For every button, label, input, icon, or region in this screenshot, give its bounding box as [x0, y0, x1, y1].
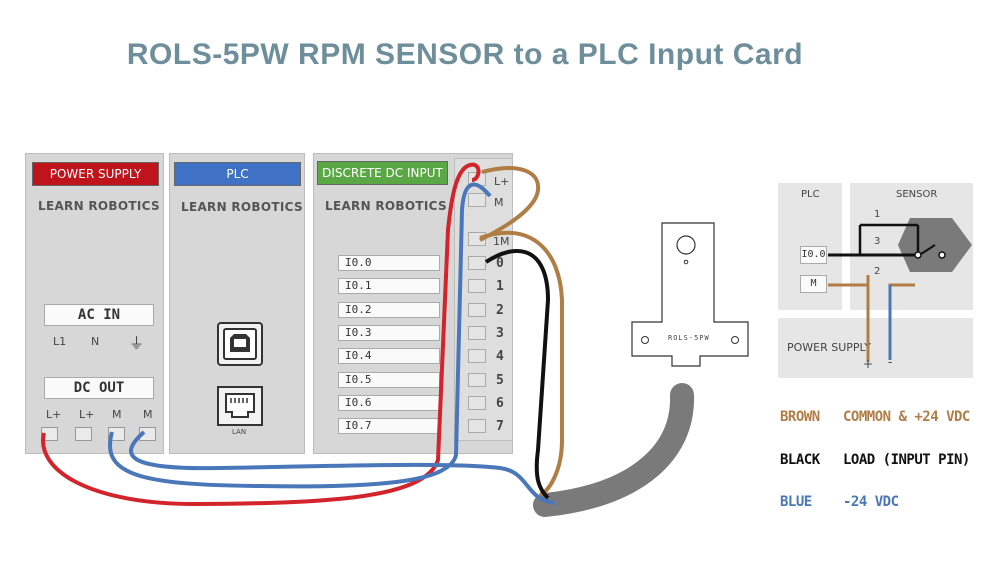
- dc-out-label: DC OUT: [44, 377, 154, 399]
- schematic-plus: +: [863, 357, 874, 371]
- input-field: I0.7: [338, 418, 440, 434]
- terminal-1m-label: 1M: [493, 235, 510, 248]
- plc-header: PLC: [174, 162, 301, 186]
- legend-brown-desc: COMMON & +24 VDC: [843, 409, 970, 425]
- input-field: I0.2: [338, 302, 440, 318]
- dc-terminal-1[interactable]: [41, 427, 58, 441]
- dc-term-label-2: L+: [79, 408, 95, 421]
- plc-brand: LEARN ROBOTICS: [181, 200, 303, 214]
- dc-term-label-4: M: [143, 408, 153, 421]
- input-terminal[interactable]: [468, 256, 486, 270]
- input-card-header: DISCRETE DC INPUT: [317, 161, 448, 185]
- diagram-title: ROLS-5PW RPM SENSOR to a PLC Input Card: [126, 38, 804, 71]
- input-terminal[interactable]: [468, 373, 486, 387]
- lan-label: LAN: [232, 428, 247, 436]
- sensor-cable: [533, 383, 695, 517]
- input-terminal[interactable]: [468, 396, 486, 410]
- input-number: 4: [496, 349, 504, 364]
- mount-hole-icon: [676, 235, 696, 255]
- schematic-sensor-label: SENSOR: [896, 189, 938, 200]
- wire-brown-jumper: [479, 166, 541, 242]
- power-supply-header: POWER SUPPLY: [32, 162, 159, 186]
- schematic-pin-1: 1: [874, 209, 881, 220]
- input-card-brand: LEARN ROBOTICS: [325, 199, 447, 213]
- input-field: I0.3: [338, 325, 440, 341]
- wire-blue-m: [108, 182, 492, 489]
- input-terminal[interactable]: [468, 326, 486, 340]
- input-number: 6: [496, 396, 504, 411]
- legend-brown-name: BROWN: [780, 409, 820, 425]
- input-terminal[interactable]: [468, 279, 486, 293]
- input-number: 2: [496, 303, 504, 318]
- wire-brown: [479, 230, 564, 497]
- schematic-m-box: M: [800, 275, 827, 293]
- input-number: 1: [496, 279, 504, 294]
- dc-term-label-1: L+: [46, 408, 62, 421]
- terminal-m[interactable]: [468, 193, 486, 207]
- sensor-bracket: [631, 222, 749, 367]
- ac-in-label: AC IN: [44, 304, 154, 326]
- schematic-pin-3: 3: [874, 236, 881, 247]
- power-supply-module: POWER SUPPLY LEARN ROBOTICS AC IN L1 N ⏚…: [25, 153, 164, 454]
- usb-port-icon: [217, 322, 263, 366]
- legend-black-name: BLACK: [780, 452, 820, 468]
- ac-term-l1: L1: [53, 335, 67, 348]
- wire-red: [41, 162, 481, 507]
- power-supply-brand: LEARN ROBOTICS: [38, 199, 160, 213]
- plc-module: PLC LEARN ROBOTICS LAN: [169, 153, 305, 454]
- wire-blue-sensor: [129, 430, 556, 505]
- terminal-m-label: M: [494, 196, 504, 209]
- legend-black-desc: LOAD (INPUT PIN): [843, 452, 970, 468]
- input-number: 3: [496, 326, 504, 341]
- input-field: I0.4: [338, 348, 440, 364]
- lan-port-icon: [217, 386, 263, 426]
- schematic-minus: -: [888, 355, 893, 369]
- legend-blue-desc: -24 VDC: [843, 494, 899, 510]
- input-number: 7: [496, 419, 504, 434]
- legend-blue-name: BLUE: [780, 494, 812, 510]
- ground-icon: ⏚: [129, 334, 145, 352]
- dc-terminal-2[interactable]: [75, 427, 92, 441]
- schematic-power-label: POWER SUPPLY: [787, 341, 871, 354]
- input-field: I0.5: [338, 372, 440, 388]
- input-terminal[interactable]: [468, 349, 486, 363]
- schematic-pin-2: 2: [874, 266, 881, 277]
- terminal-lplus-label: L+: [494, 175, 510, 188]
- dc-term-label-3: M: [112, 408, 122, 421]
- sensor-body-label: ROLS-5PW: [668, 334, 710, 342]
- input-field: I0.6: [338, 395, 440, 411]
- ac-term-n: N: [91, 335, 100, 348]
- wire-black: [484, 249, 551, 500]
- input-terminal[interactable]: [468, 303, 486, 317]
- input-field: I0.1: [338, 278, 440, 294]
- input-number: 0: [496, 256, 504, 271]
- input-field: I0.0: [338, 255, 440, 271]
- input-number: 5: [496, 373, 504, 388]
- schematic-power-box: [778, 318, 973, 378]
- schematic-plc-label: PLC: [801, 189, 820, 200]
- input-terminal[interactable]: [468, 419, 486, 433]
- schematic-i00-box: I0.0: [800, 246, 827, 264]
